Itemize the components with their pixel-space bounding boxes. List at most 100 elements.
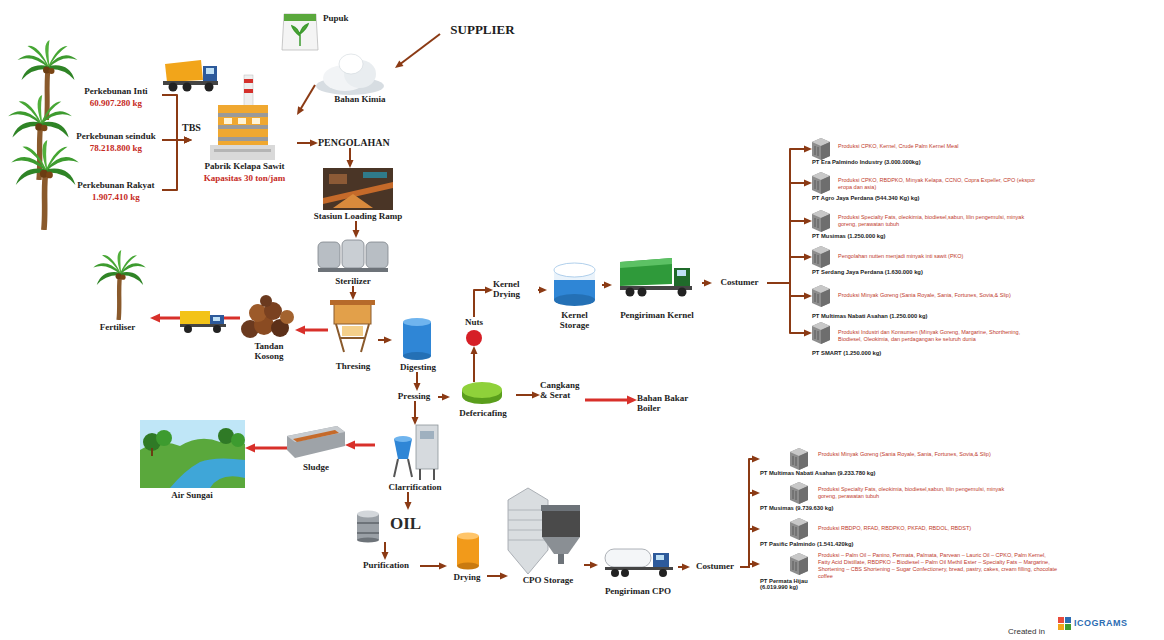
customer-cube-part	[812, 172, 830, 194]
oil-drum-part	[357, 511, 379, 518]
connector-line	[740, 564, 753, 567]
river-scene-part	[170, 458, 245, 488]
arrow-head	[471, 346, 478, 354]
arrow-head	[245, 444, 255, 453]
fertilizer-bag	[282, 14, 318, 50]
connector-line	[740, 529, 753, 567]
step-label: Kernel Storage	[547, 310, 602, 330]
step-label: Drying	[447, 572, 487, 582]
river-scene-part	[231, 433, 245, 447]
dump-truck-part	[169, 83, 178, 92]
arrow-head	[604, 282, 612, 289]
step-label: Kernel Drying	[493, 279, 538, 299]
river-scene-part	[156, 430, 172, 446]
step-label: Digesting	[392, 362, 444, 372]
process-step: Pressing	[390, 391, 438, 401]
product-description: Produksi Specialty Fats, oleokimia, biod…	[838, 214, 1038, 228]
step-label: Clarrification	[375, 482, 455, 492]
arrow-head	[804, 146, 812, 153]
product-description: Produksi Minyak Goreng (Sania Royale, Sa…	[838, 292, 1038, 299]
input-node: Bahan Kimia	[315, 50, 395, 104]
kernel-truck-part	[674, 268, 690, 286]
process-step: Purification	[352, 560, 420, 570]
connector-line	[297, 142, 311, 144]
arrow-head	[442, 394, 450, 401]
step-label: CPO Storage	[512, 575, 584, 585]
output-node: Bahan Bakar Boiler	[637, 393, 702, 413]
dryer-cylinder-part	[457, 563, 479, 570]
small-truck-part	[180, 311, 210, 325]
flow-arrow	[471, 346, 478, 382]
small-truck-part	[184, 325, 192, 333]
watermark-logo-part	[1058, 624, 1064, 630]
oil-drum-part	[357, 538, 379, 543]
waste-arrow	[585, 396, 637, 405]
tonnage: 60.907.280 kg	[70, 98, 162, 108]
customer-heading: Costumer	[712, 277, 767, 287]
connector-line	[740, 493, 753, 567]
connector-line	[407, 492, 409, 503]
step-label: Thresing	[328, 361, 378, 371]
connector-line	[254, 447, 287, 450]
flow-arrow	[438, 394, 450, 401]
arrow-head	[347, 160, 354, 168]
plantation-node: Perkebunan seinduk78.218.800 kg	[5, 95, 162, 180]
waste-arrow	[245, 444, 287, 453]
product-description: Produksi CPKO, RBDPKO, Minyak Kelapa, CC…	[838, 177, 1038, 191]
arrow-head	[804, 293, 812, 300]
step-label: OIL	[390, 514, 425, 534]
dump-truck	[163, 60, 218, 92]
byproduct-node: Cangkang & Serat	[540, 380, 585, 400]
byproduct-node: Tandan Kosong	[240, 295, 295, 361]
kernel-truck-part	[677, 270, 686, 276]
step-label: Pengiriman Kernel	[612, 310, 702, 320]
sterilizer-icon-part	[366, 242, 388, 268]
cpo-silo	[508, 488, 580, 574]
connector-line	[473, 353, 475, 382]
arrow-head	[532, 392, 540, 399]
oil-drum	[357, 511, 379, 543]
company-name: PT Multimas Nabati Asahan (1.250.000 kg)	[812, 313, 1012, 319]
cpo-tanker-part	[656, 555, 664, 560]
shipping-node: Pengiriman CPO	[598, 545, 678, 596]
thresher-icon-part	[336, 324, 369, 352]
dump-truck-part	[203, 66, 217, 82]
connector-line	[354, 444, 375, 447]
factory-icon-part	[218, 125, 268, 129]
step-label: Pengiriman CPO	[598, 586, 678, 596]
arrow-head	[405, 502, 412, 510]
factory-icon-part	[244, 89, 253, 93]
arrow-head	[590, 562, 598, 569]
product-description: Produksi – Palm Oil – Panino, Permata, P…	[818, 552, 1058, 580]
connector-line	[352, 286, 354, 293]
step-label: Defericafing	[450, 408, 516, 418]
step-label: Air Sungai	[162, 490, 222, 500]
customer-cube-part	[812, 322, 830, 344]
step-label: Bahan Bakar Boiler	[637, 393, 702, 413]
connector-line	[487, 575, 501, 577]
company-name: PT Era Palmindo Industry (3.000.000kg)	[812, 159, 1012, 165]
flow-arrow	[767, 146, 812, 284]
process-step: Sterilizer	[318, 238, 388, 286]
digester-cylinder-part	[403, 352, 431, 360]
small-truck-part	[210, 315, 224, 325]
step-label: Cangkang & Serat	[540, 380, 585, 400]
arrow-head	[353, 230, 360, 238]
customer-cube-part	[812, 138, 830, 160]
loading-ramp-photo-part	[333, 194, 373, 208]
kernel-truck-part	[620, 258, 672, 268]
dryer-cylinder-part	[457, 533, 479, 540]
factory-icon-part	[218, 137, 268, 141]
arrow-head	[310, 140, 318, 147]
step-label: Nuts	[458, 317, 490, 327]
river-scene-part	[151, 448, 153, 456]
step-label: PENGOLAHAN	[318, 137, 398, 148]
factory-icon-part	[218, 105, 268, 147]
factory-icon	[210, 75, 275, 160]
depericarper-disk	[462, 382, 502, 404]
flow-arrow	[162, 137, 192, 191]
fertilizer-bag-part	[282, 14, 318, 50]
watermark-brand: ICOGRAMS	[1074, 618, 1128, 628]
customer-node: Produksi Minyak Goreng (Sania Royale, Sa…	[812, 285, 1038, 319]
sterilizer-icon-part	[318, 268, 388, 272]
